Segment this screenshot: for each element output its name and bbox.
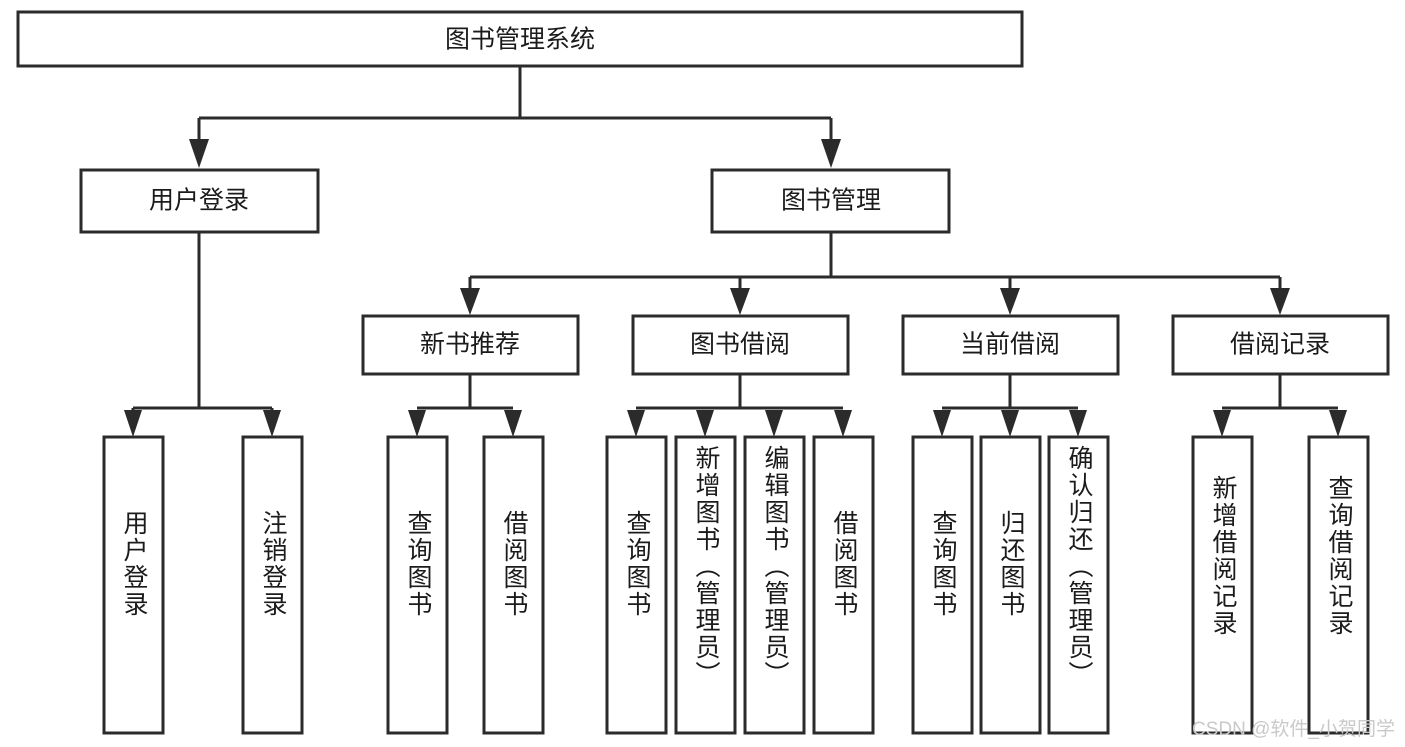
node-user-login-box[interactable]: [79, 168, 320, 234]
leaf-box-add-record[interactable]: [1191, 435, 1254, 735]
node-borrow-record[interactable]: 借阅记录: [1171, 314, 1390, 376]
arrow-to-leaf-add-book: [696, 410, 714, 437]
node-book-borrow-box[interactable]: [631, 314, 850, 376]
arrow-to-leaf-confirm-return: [1069, 410, 1087, 437]
arrow-to-leaf-return-book: [1001, 410, 1019, 437]
arrow-to-book-manage: [821, 139, 841, 168]
node-root-label: 图书管理系统: [445, 26, 595, 54]
arrow-to-leaf-query-book-2: [627, 410, 645, 437]
node-book-manage-label: 图书管理: [781, 187, 881, 215]
leaf-box-query-book-3[interactable]: [911, 435, 974, 735]
node-user-login[interactable]: 用户登录: [79, 168, 320, 234]
node-borrow-record-box[interactable]: [1171, 314, 1390, 376]
leaf-box-borrow-book-1[interactable]: [482, 435, 545, 735]
node-book-borrow-label: 图书借阅: [690, 331, 790, 359]
arrow-to-current-borrow: [1000, 288, 1020, 315]
arrow-to-book-borrow: [730, 288, 750, 315]
edge-group-borrow-record-to-leaves: [1213, 374, 1347, 437]
leaf-box-query-record[interactable]: [1307, 435, 1370, 735]
arrow-to-leaf-user-login: [124, 410, 142, 437]
node-book-borrow[interactable]: 图书借阅: [631, 314, 850, 376]
node-new-book-recommend-box[interactable]: [361, 314, 580, 376]
arrow-to-leaf-logout: [263, 410, 281, 437]
node-root-box[interactable]: [16, 10, 1024, 68]
node-current-borrow-label: 当前借阅: [960, 331, 1060, 359]
arrow-to-user-login: [189, 139, 209, 168]
arrow-to-leaf-borrow-book-1: [504, 410, 522, 437]
node-root[interactable]: 图书管理系统: [16, 10, 1024, 68]
node-borrow-record-label: 借阅记录: [1230, 331, 1330, 359]
arrow-to-borrow-record: [1270, 288, 1290, 315]
node-current-borrow-box[interactable]: [901, 314, 1120, 376]
node-new-book-recommend[interactable]: 新书推荐: [361, 314, 580, 376]
edge-group-book-borrow-to-leaves: [627, 374, 852, 437]
leaf-box-confirm-return[interactable]: [1047, 435, 1110, 735]
arrow-to-leaf-query-book-1: [408, 410, 426, 437]
node-current-borrow[interactable]: 当前借阅: [901, 314, 1120, 376]
node-book-manage-box[interactable]: [710, 168, 951, 234]
edge-group-user-login-to-leaves: [124, 232, 281, 437]
node-user-login-label: 用户登录: [149, 187, 249, 215]
node-new-book-recommend-label: 新书推荐: [420, 331, 520, 359]
leaf-box-add-book[interactable]: [674, 435, 737, 735]
arrow-to-leaf-query-book-3: [933, 410, 951, 437]
leaf-box-return-book[interactable]: [979, 435, 1042, 735]
arrow-to-new-book-recommend: [460, 288, 480, 315]
leaf-box-query-book-2[interactable]: [605, 435, 668, 735]
arrow-to-leaf-query-record: [1329, 410, 1347, 437]
leaf-box-borrow-book-2[interactable]: [812, 435, 875, 735]
leaf-box-user-login[interactable]: [102, 435, 165, 735]
csdn-watermark: CSDN @软件_小贺同学: [1192, 719, 1395, 740]
leaf-box-query-book-1[interactable]: [386, 435, 449, 735]
arrow-to-leaf-add-record: [1213, 410, 1231, 437]
edge-group-new-book-to-leaves: [408, 374, 522, 437]
arrow-to-leaf-borrow-book-2: [834, 410, 852, 437]
edge-group-current-borrow-to-leaves: [933, 374, 1087, 437]
leaf-box-logout[interactable]: [241, 435, 304, 735]
node-book-manage[interactable]: 图书管理: [710, 168, 951, 234]
leaf-box-edit-book[interactable]: [743, 435, 806, 735]
edge-group-book-manage-to-level3: [460, 232, 1290, 315]
leaf-boxes: [102, 435, 1370, 735]
edge-group-root-to-level2: [189, 66, 841, 168]
arrow-to-leaf-edit-book: [765, 410, 783, 437]
